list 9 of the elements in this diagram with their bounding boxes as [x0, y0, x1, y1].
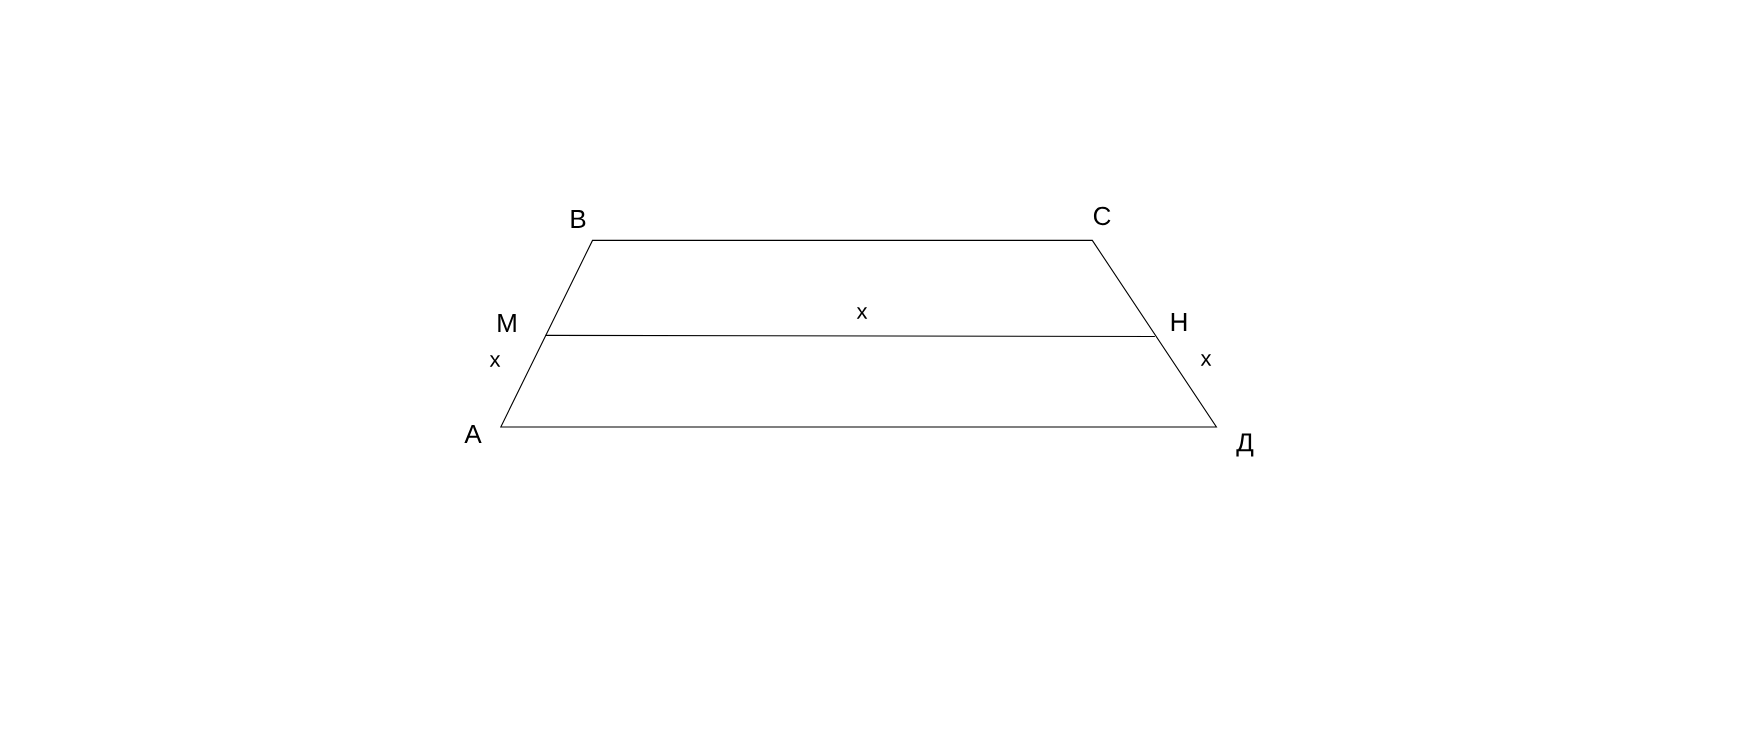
point-label: x	[856, 307, 868, 319]
point-label: B	[571, 210, 586, 228]
point-label: x	[1200, 354, 1212, 366]
point-label: M	[498, 314, 516, 332]
point-label: Д	[1236, 433, 1254, 457]
point-label: x	[489, 355, 501, 367]
point-label: C	[1093, 206, 1111, 226]
point-label: H	[1171, 313, 1187, 331]
point-label: A	[464, 425, 482, 443]
